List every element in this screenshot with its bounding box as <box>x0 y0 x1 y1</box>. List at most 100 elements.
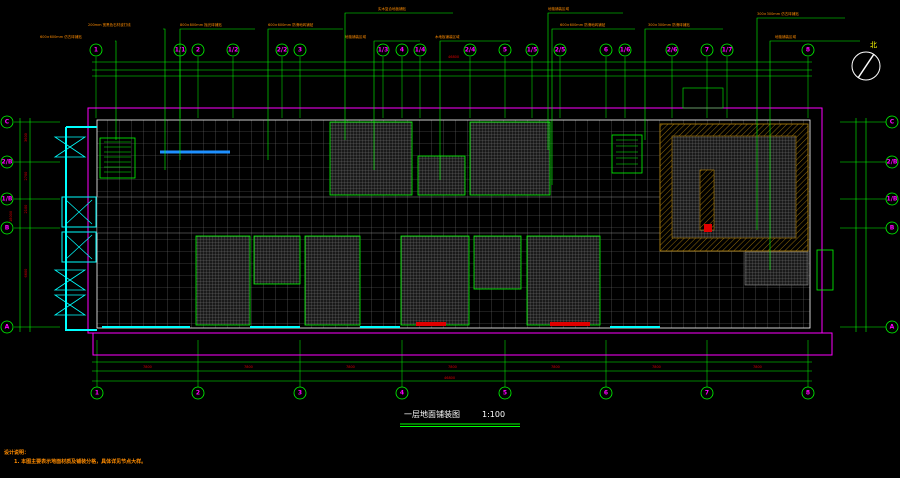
axis-label: 1 <box>94 47 98 54</box>
axis-bubble <box>463 43 477 57</box>
dimension-bay: 7800 <box>346 365 355 369</box>
dimension-total: 18000 <box>9 211 13 222</box>
room-carpet-3 <box>417 155 466 196</box>
axis-bubble <box>665 43 679 57</box>
axis-label: 2 <box>196 390 200 397</box>
stair-right <box>611 134 643 174</box>
material-callout: 800×800mm 抛光砖铺贴 <box>180 22 222 27</box>
material-callout: 600×600mm 仿古砖铺贴 <box>40 34 82 39</box>
leader-line <box>769 40 860 270</box>
axis-bubble <box>885 155 899 169</box>
title-underline <box>400 423 520 427</box>
room-carpet-4 <box>195 235 251 326</box>
leader-line <box>179 28 255 160</box>
room-carpet-6 <box>304 235 361 326</box>
axis-bubble <box>498 386 512 400</box>
dimension-bay: 2700 <box>24 172 28 181</box>
dimension-bay: 7800 <box>143 365 152 369</box>
axis-bubble <box>90 386 104 400</box>
axis-label: 1/2 <box>228 47 239 54</box>
material-callout: 600×600mm 防滑地砖铺贴 <box>560 22 606 27</box>
axis-bubble <box>0 320 14 334</box>
room-carpet-1 <box>329 121 413 196</box>
dimension-bay: 6600 <box>24 269 28 278</box>
material-callout: 实木复合地板铺贴 <box>378 6 406 11</box>
dimension-bay: 3600 <box>24 133 28 142</box>
material-callout: 地毯铺装区域 <box>345 34 366 39</box>
axis-label: A <box>890 324 895 331</box>
axis-label: 2/B <box>887 159 898 166</box>
column-marker <box>704 224 712 232</box>
corridor <box>96 196 668 234</box>
leader-line <box>551 28 635 185</box>
north-arrow-icon: 北 <box>851 41 881 81</box>
material-callout: 600×600mm 防滑地砖铺贴 <box>268 22 314 27</box>
door-threshold <box>416 322 446 326</box>
axis-label: 2/4 <box>465 47 476 54</box>
dimension-bay: 7800 <box>753 365 762 369</box>
axis-label: 1/B <box>887 196 898 203</box>
stair-treads <box>104 141 131 173</box>
leader-line <box>644 28 723 140</box>
leader-line <box>547 12 623 150</box>
dimension-bay: 7800 <box>652 365 661 369</box>
room-carpet-8 <box>473 235 522 290</box>
axis-bubble <box>191 386 205 400</box>
axis-label: 1/7 <box>722 47 733 54</box>
axis-label: B <box>890 225 895 232</box>
lift-cross-icon <box>65 234 93 260</box>
axis-label: 7 <box>705 47 709 54</box>
axis-bubble <box>525 43 539 57</box>
axis-bubble <box>89 43 103 57</box>
axis-label: 4 <box>400 47 404 54</box>
axis-label: 1/6 <box>620 47 631 54</box>
room-wood-inner <box>671 135 797 239</box>
dimension-total: 46800 <box>444 376 455 380</box>
axis-label: 1/5 <box>527 47 538 54</box>
axis-bubble <box>395 43 409 57</box>
axis-bubble <box>498 43 512 57</box>
door-threshold <box>550 322 590 326</box>
axis-bubble <box>885 221 899 235</box>
axis-bubble <box>0 115 14 129</box>
axis-label: C <box>5 119 10 126</box>
axis-bubble <box>376 43 390 57</box>
axis-bubble <box>801 43 815 57</box>
axis-label: 1/4 <box>415 47 426 54</box>
axis-label: 2/6 <box>667 47 678 54</box>
material-callout: 300×300mm 防滑砖铺贴 <box>648 22 690 27</box>
axis-bubble <box>0 192 14 206</box>
drawing-scale: 1:100 <box>482 410 505 419</box>
room-carpet-5 <box>253 235 301 285</box>
room-store <box>744 251 809 286</box>
axis-label: 3 <box>298 390 302 397</box>
axis-bubble <box>553 43 567 57</box>
door-swing-icon <box>53 136 87 316</box>
axis-bubble <box>885 192 899 206</box>
axis-bubble <box>293 386 307 400</box>
axis-label: B <box>5 225 10 232</box>
axis-label: 7 <box>705 390 709 397</box>
axis-label: 1 <box>95 390 99 397</box>
material-callout: 地毯铺装区域 <box>775 34 796 39</box>
axis-label: 2/B <box>2 159 13 166</box>
leader-line <box>115 40 117 140</box>
axis-label: A <box>5 324 10 331</box>
axis-label: 5 <box>503 47 507 54</box>
axis-label: 2/5 <box>555 47 566 54</box>
exterior-wall <box>65 126 97 331</box>
material-callout: 200mm 宽黑色石材波打线 <box>88 22 131 27</box>
axis-label: 5 <box>503 390 507 397</box>
axis-label: 8 <box>806 390 810 397</box>
room-wood-stage <box>699 169 715 231</box>
axis-label: 4 <box>400 390 404 397</box>
axis-label: 6 <box>604 47 608 54</box>
dimension-bay: 2100 <box>24 205 28 214</box>
material-callout: 300×300mm 仿古砖铺贴 <box>757 11 799 16</box>
axis-bubble <box>801 386 815 400</box>
entrance-steps <box>682 87 724 109</box>
stair-exterior <box>816 249 834 291</box>
material-callout: 木地板铺装区域 <box>435 34 460 39</box>
drawing-title: 一层地面铺装图 <box>404 409 460 419</box>
